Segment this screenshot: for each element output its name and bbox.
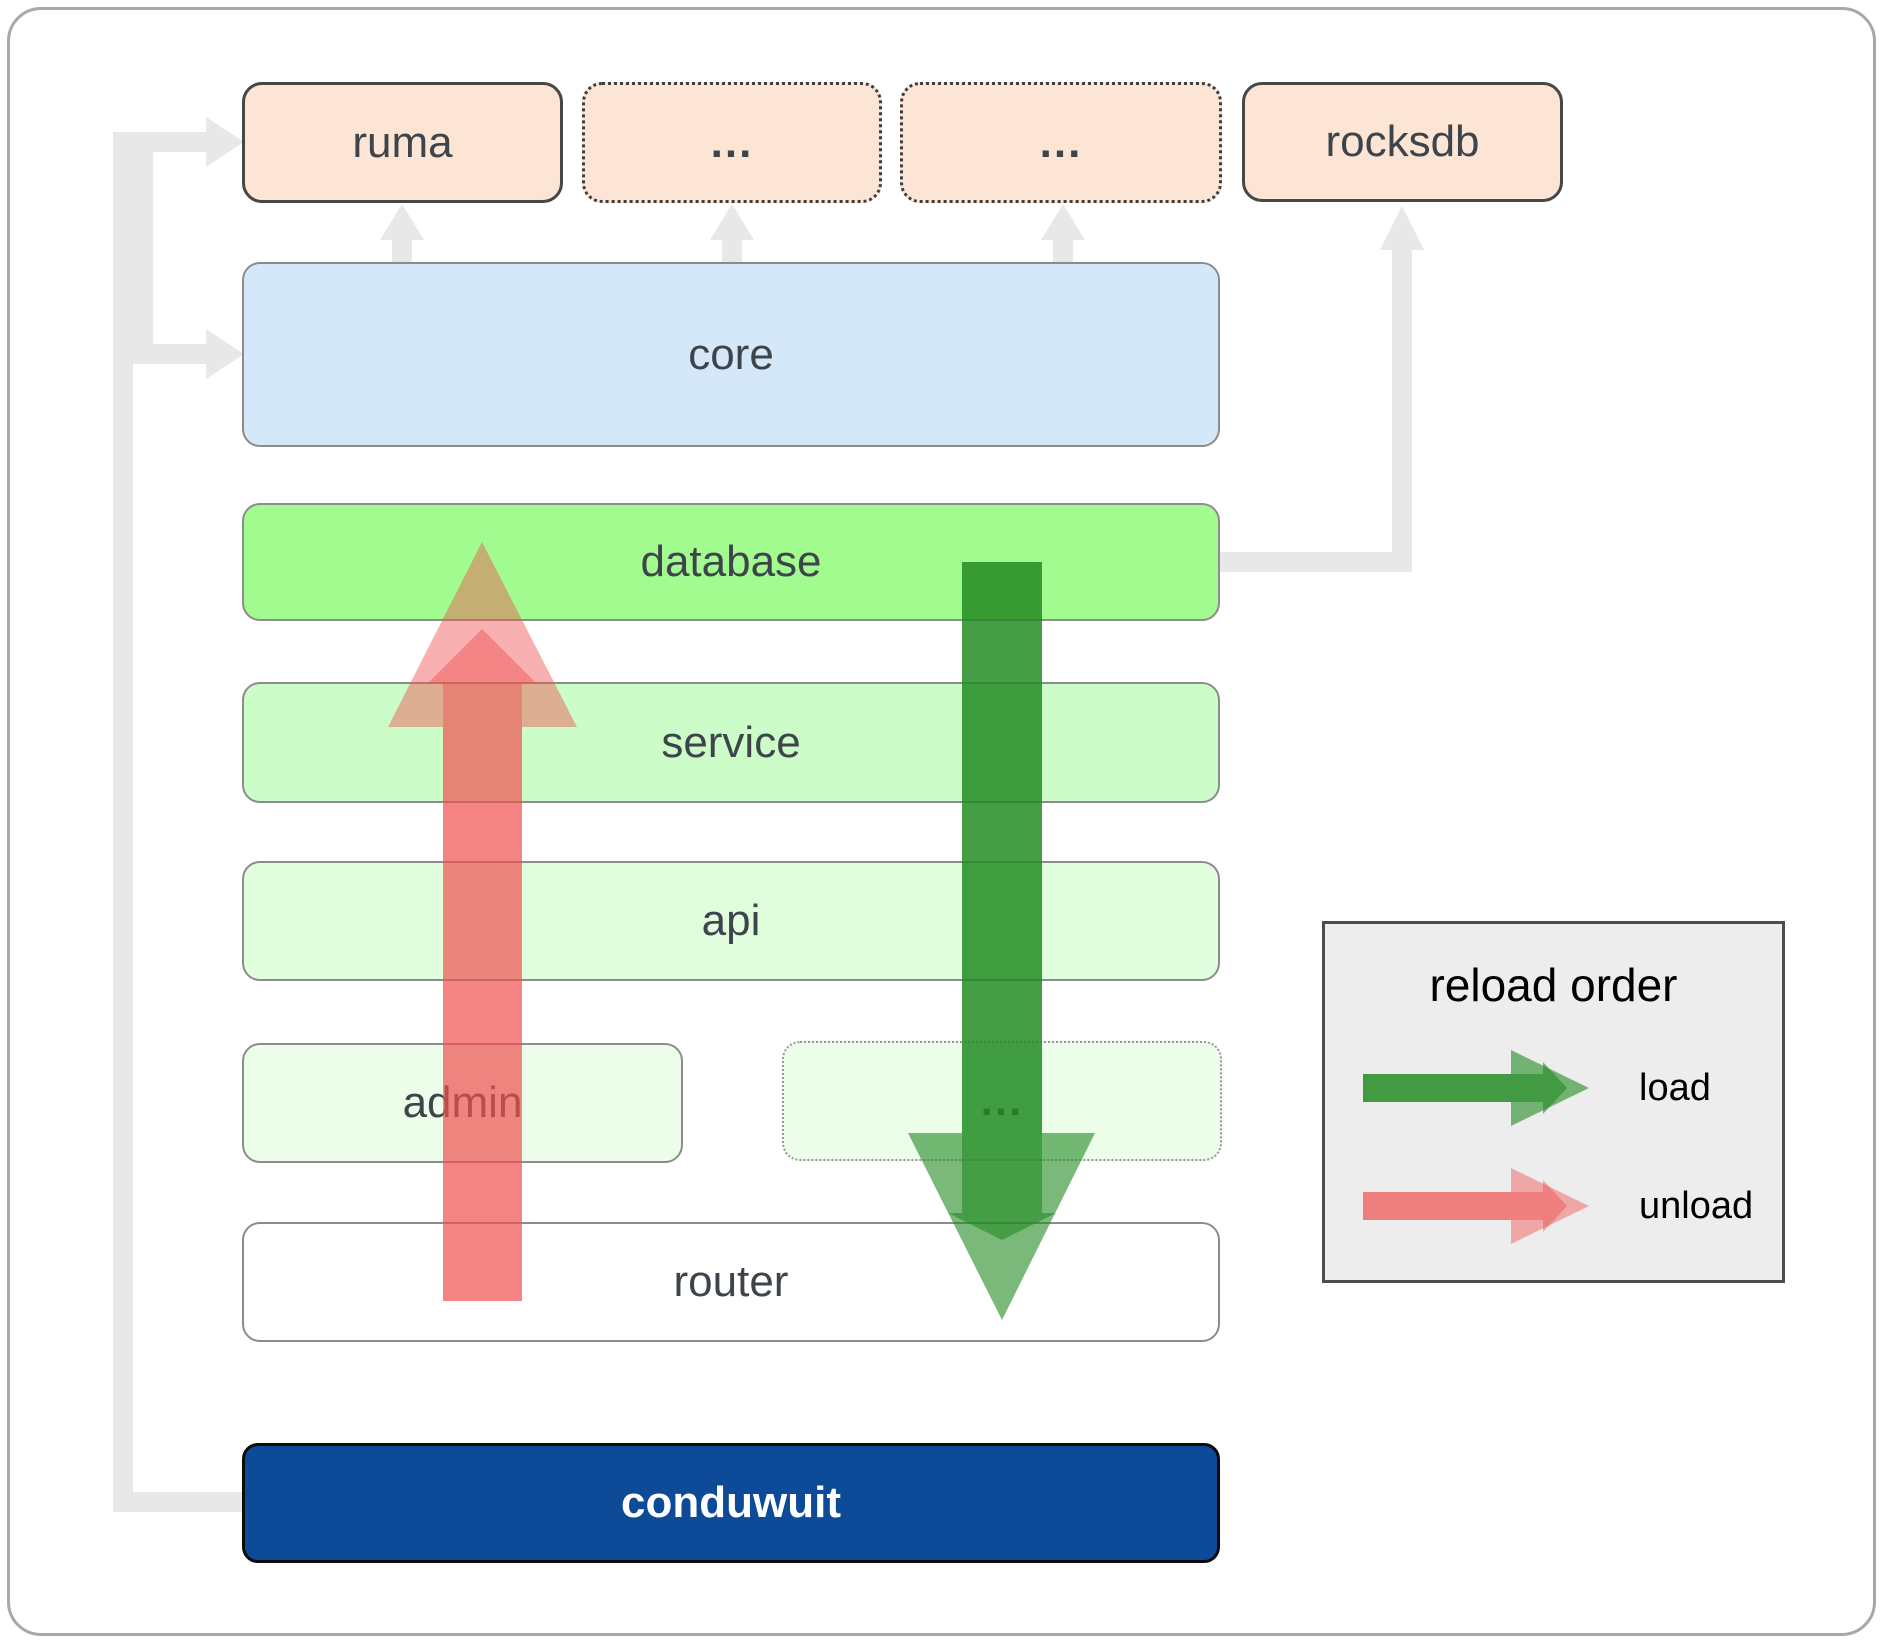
node-ellipsis-top-1: ...	[582, 82, 882, 203]
node-label: ...	[1039, 117, 1083, 167]
node-router: router	[242, 1222, 1220, 1342]
node-label: service	[661, 717, 801, 767]
arrowhead-into-rocksdb-icon	[1380, 206, 1424, 250]
conduwuit-to-core-connector	[133, 329, 244, 379]
node-ellipsis-top-2: ...	[900, 82, 1222, 203]
legend-row-unload: unload	[1325, 1164, 1782, 1248]
node-label: ruma	[352, 117, 453, 167]
node-rocksdb: rocksdb	[1242, 82, 1563, 202]
conduwuit-to-ruma-connector	[113, 117, 244, 1512]
node-label: ...	[980, 1076, 1024, 1125]
node-label: api	[701, 896, 761, 945]
database-to-rocksdb-connector	[1220, 206, 1424, 572]
unload-arrow-icon	[1363, 1168, 1589, 1244]
node-admin: admin	[242, 1043, 683, 1163]
node-service: service	[242, 682, 1220, 803]
legend-label-unload: unload	[1639, 1184, 1754, 1227]
arrowhead-into-core-icon	[206, 329, 244, 379]
core-to-ellipsis2-arrow	[1041, 204, 1085, 264]
legend-label-load: load	[1639, 1066, 1711, 1109]
node-ellipsis-bottom: ...	[782, 1041, 1222, 1161]
legend-row-load: load	[1325, 1046, 1782, 1130]
arrowhead-up-icon	[1041, 204, 1085, 240]
arrowhead-up-icon	[710, 204, 754, 240]
arrowhead-up-icon	[380, 204, 424, 240]
node-label: ...	[710, 117, 754, 167]
arrowhead-into-ruma-icon	[206, 117, 244, 167]
node-conduwuit: conduwuit	[242, 1443, 1220, 1563]
node-label: core	[688, 329, 774, 379]
node-core: core	[242, 262, 1220, 447]
core-to-ruma-arrow	[380, 204, 424, 264]
core-to-ellipsis1-arrow	[710, 204, 754, 264]
load-arrow-icon	[1363, 1050, 1589, 1126]
legend: reload order load unload	[1322, 921, 1785, 1283]
node-label: conduwuit	[621, 1478, 841, 1527]
node-ruma: ruma	[242, 82, 563, 203]
node-database: database	[242, 503, 1220, 621]
node-label: rocksdb	[1325, 117, 1480, 166]
node-label: router	[673, 1257, 789, 1306]
node-api: api	[242, 861, 1220, 981]
legend-title: reload order	[1429, 959, 1678, 1011]
node-label: database	[640, 537, 822, 586]
node-label: admin	[402, 1078, 523, 1127]
